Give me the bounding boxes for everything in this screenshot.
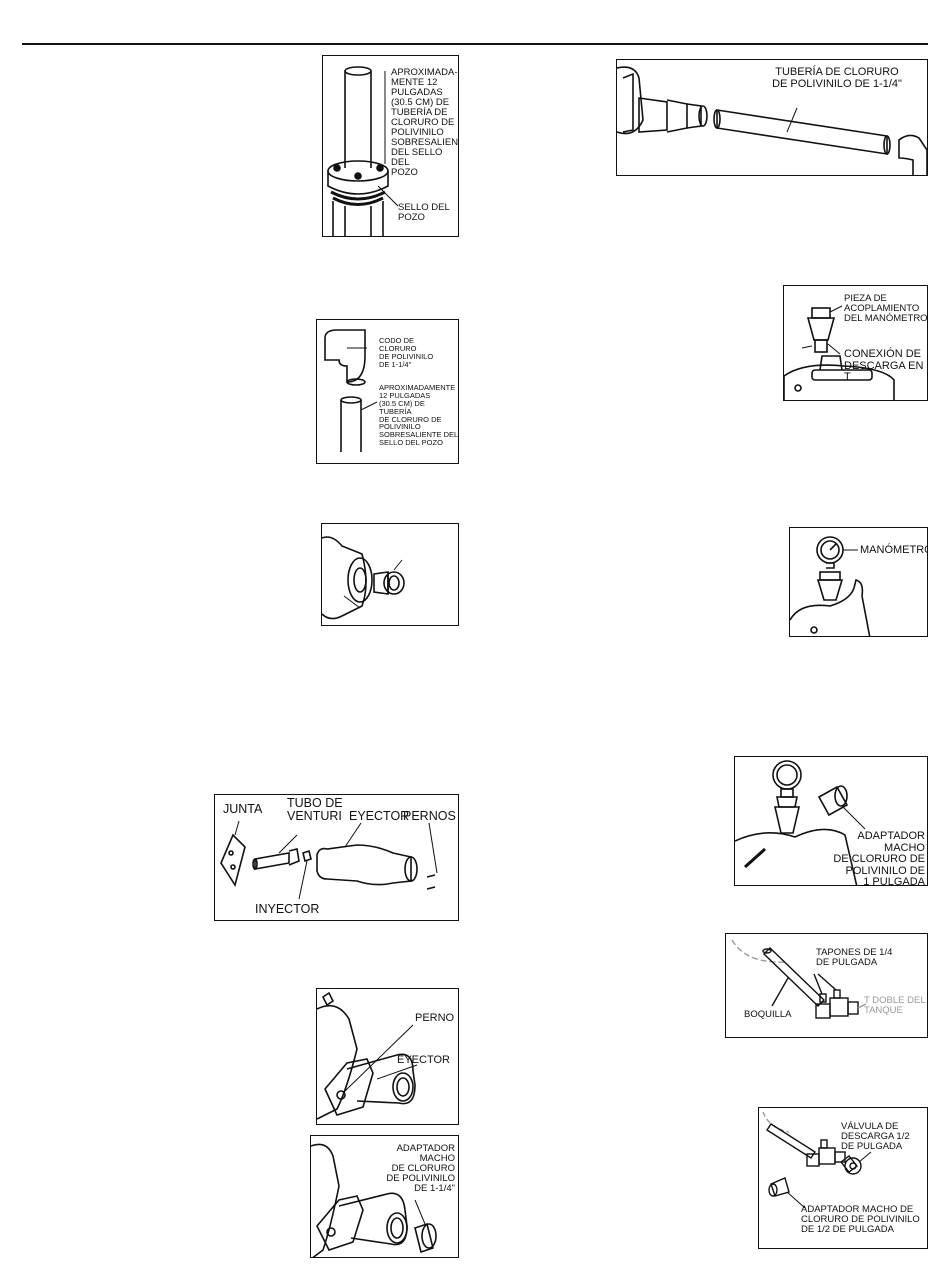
label-pipe-protrusion: APROXIMADA- MENTE 12 PULGADAS (30.5 CM) …: [391, 67, 459, 178]
figure-ejector-mounted: PERNO EYECTOR: [316, 988, 459, 1125]
figure-gauge: MANÓMETRO: [789, 527, 928, 637]
adapter-125-illustration: [311, 1143, 437, 1257]
figure-drain-valve: VÁLVULA DE DESCARGA 1/2 DE PULGADA ADAPT…: [758, 1107, 928, 1249]
figure-adapter-125: ADAPTADOR MACHO DE CLORURO DE POLIVINILO…: [310, 1135, 459, 1258]
label-quarter-inch-plugs: TAPONES DE 1/4 DE PULGADA: [816, 947, 893, 968]
label-pvc-elbow: CODO DE CLORURO DE POLIVINILO DE 1-1/4": [379, 336, 434, 369]
label-bolt: PERNO: [415, 1012, 455, 1024]
figure-adapter-1in: ADAPTADOR MACHO DE CLORURO DE POLIVINILO…: [734, 756, 928, 886]
gauge-illustration: [790, 536, 871, 636]
pump-outlet-illustration: [322, 524, 458, 620]
figure-ejector-parts: JUNTA TUBO DE VENTURI EYECTOR PERNOS INY…: [214, 794, 459, 921]
label-pipe-protrusion: APROXIMADAMENTE 12 PULGADAS (30.5 CM) DE…: [379, 383, 459, 448]
label-gasket: JUNTA: [223, 802, 263, 816]
label-adapter-1in: ADAPTADOR MACHO DE CLORURO DE POLIVINILO…: [833, 830, 925, 886]
label-injector: INYECTOR: [255, 902, 320, 916]
label-venturi-tube: TUBO DE VENTURI: [287, 796, 343, 824]
label-discharge-tee: CONEXIÓN DE DESCARGA EN T: [844, 348, 924, 384]
label-tank-double-tee: T DOBLE DEL TANQUE: [864, 995, 926, 1016]
drain-valve-illustration: [762, 1111, 872, 1209]
label-pvc-pipe: TUBERÍA DE CLORURO DE POLIVINILO DE 1-1/…: [772, 66, 902, 90]
ejector-mounted-illustration: [317, 991, 418, 1120]
label-adapter-125: ADAPTADOR MACHO DE CLORURO DE POLIVINILO…: [386, 1143, 455, 1194]
top-rule: [22, 43, 928, 45]
label-ejector: EYECTOR: [397, 1054, 450, 1066]
label-ejector: EYECTOR: [349, 809, 410, 823]
figure-pvc-pipe: TUBERÍA DE CLORURO DE POLIVINILO DE 1-1/…: [616, 59, 928, 176]
label-gauge-fitting: PIEZA DE ACOPLAMIENTO DEL MANÓMETRO: [844, 293, 928, 324]
elbow-illustration: [324, 329, 378, 452]
adapter-1in-illustration: [735, 760, 866, 885]
figure-tank-tee: TAPONES DE 1/4 DE PULGADA BOQUILLA T DOB…: [725, 933, 928, 1038]
figure-gauge-fitting: PIEZA DE ACOPLAMIENTO DEL MANÓMETRO CONE…: [783, 285, 928, 401]
label-nozzle: BOQUILLA: [744, 1009, 792, 1020]
label-half-inch-adapter: ADAPTADOR MACHO DE CLORURO DE POLIVINILO…: [801, 1204, 920, 1235]
tank-tee-illustration: [731, 939, 867, 1019]
label-bolts: PERNOS: [403, 809, 456, 823]
label-drain-valve: VÁLVULA DE DESCARGA 1/2 DE PULGADA: [841, 1121, 910, 1152]
label-gauge: MANÓMETRO: [860, 544, 928, 556]
ejector-parts-illustration: [220, 820, 438, 900]
pvc-pipe-illustration: [617, 66, 927, 175]
figure-pump-outlet: [321, 523, 459, 626]
gauge-fitting-illustration: [784, 305, 895, 400]
figure-elbow: CODO DE CLORURO DE POLIVINILO DE 1-1/4" …: [316, 319, 459, 464]
figure-well-pipe: APROXIMADA- MENTE 12 PULGADAS (30.5 CM) …: [322, 55, 459, 237]
well-pipe-illustration: [327, 66, 399, 236]
label-well-seal: SELLO DEL POZO: [398, 202, 450, 223]
